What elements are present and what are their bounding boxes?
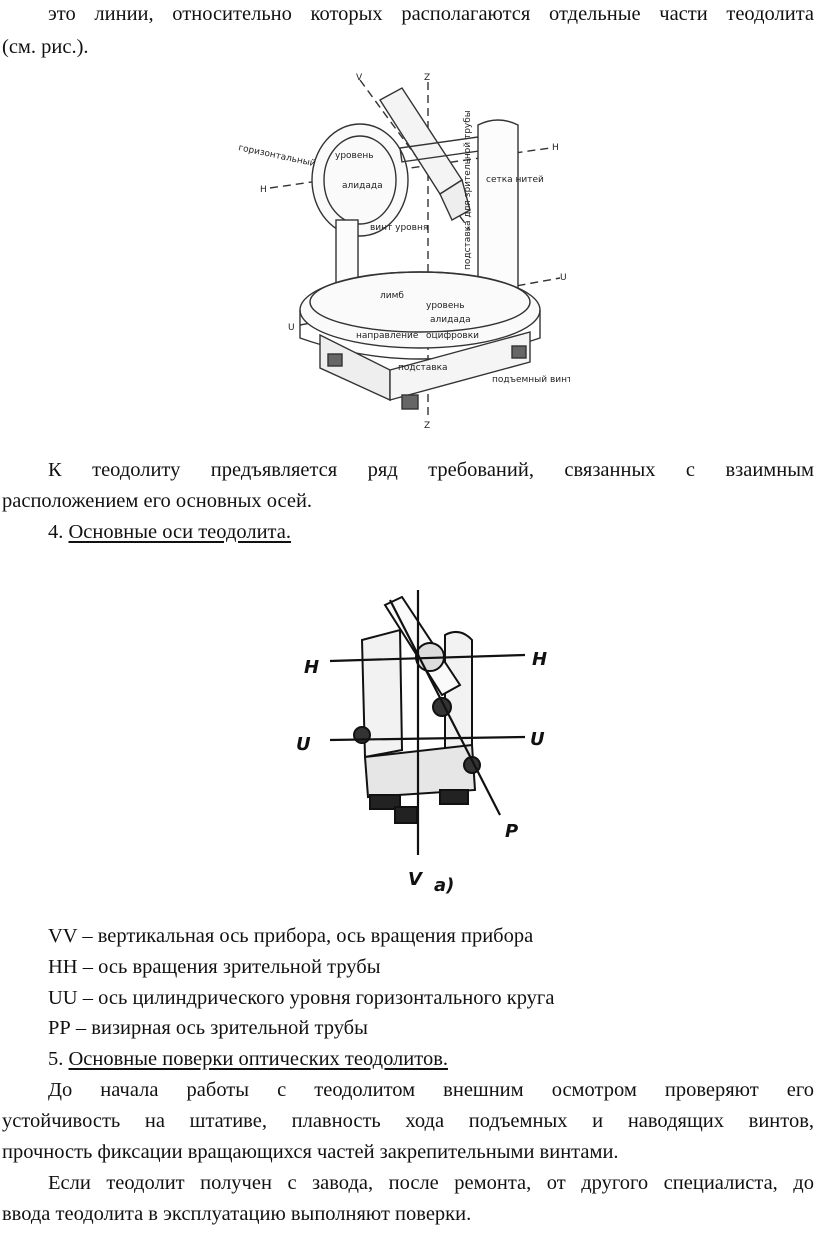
axis-definition: НН – ось вращения зрительной трубы — [48, 956, 381, 978]
axis-pp-line — [389, 599, 501, 816]
label-level-screw: винт уровня — [370, 223, 428, 233]
label-h-right: H — [552, 143, 559, 153]
label-level: уровень — [335, 151, 374, 161]
paragraph-line: расположением его основных осей. — [2, 490, 313, 512]
paragraph-line: прочность фиксации вращающихся частей за… — [2, 1141, 619, 1163]
paragraph-line: (см. рис.). — [2, 36, 89, 58]
theodolite-axes-figure: H H U U P V а) — [296, 590, 547, 896]
axis-definition: VV – вертикальная ось прибора, ось враще… — [48, 925, 534, 947]
label-horizontal: горизонтальный — [237, 143, 316, 169]
label-lifting-screw: подъемный винт — [492, 375, 570, 385]
theodolite-schematic-figure: горизонтальный уровень алидада сетка нит… — [237, 73, 570, 430]
label-level-2: уровень — [426, 301, 465, 311]
label-h-right: H — [532, 649, 547, 670]
section-5-heading: 5. Основные поверки оптических теодолито… — [2, 1045, 814, 1074]
paragraph-line: Если теодолит получен с завода, после ре… — [48, 1172, 814, 1194]
label-z-bottom: Z — [424, 421, 430, 430]
section-title: Основные оси теодолита. — [68, 521, 292, 543]
section-title: Основные поверки оптических теодолитов. — [68, 1048, 449, 1070]
axis-uu-line — [329, 735, 526, 742]
axis-definition: РР – визирная ось зрительной трубы — [48, 1017, 368, 1039]
axis-hh-line — [329, 653, 526, 663]
label-u-right: U — [530, 729, 545, 750]
label-u-right: U — [560, 273, 567, 283]
paragraph-line: устойчивость на штативе, плавность хода … — [2, 1110, 814, 1132]
label-reading: оцифровки — [426, 331, 479, 341]
section-4-heading: 4. Основные оси теодолита. — [2, 518, 814, 547]
label-p: P — [505, 821, 518, 842]
label-limb: лимб — [380, 291, 404, 301]
label-stand: подставка — [398, 363, 448, 373]
label-alidade: алидада — [342, 181, 383, 191]
label-direction: направление — [356, 331, 419, 341]
label-h-left: H — [260, 185, 267, 195]
section-number: 5. — [48, 1048, 64, 1070]
label-h-left: H — [304, 657, 319, 678]
label-u-left: U — [288, 323, 295, 333]
label-z-top: Z — [424, 73, 430, 83]
figure-caption: а) — [434, 875, 454, 896]
paragraph-line: ввода теодолита в эксплуатацию выполняют… — [2, 1203, 472, 1225]
paragraph-line: это линии, относительно которых располаг… — [48, 3, 814, 25]
label-v: V — [408, 869, 424, 890]
label-u-left: U — [296, 734, 311, 755]
label-v: V — [356, 73, 363, 83]
axis-definition: UU – ось цилиндрического уровня горизонт… — [48, 987, 555, 1009]
label-sight-grid: сетка нитей — [486, 175, 544, 185]
paragraph-line: К теодолиту предъявляется ряд требований… — [48, 459, 814, 481]
label-alidade-2: алидада — [430, 315, 471, 325]
paragraph-line: До начала работы с теодолитом внешним ос… — [48, 1079, 814, 1101]
section-number: 4. — [48, 521, 64, 543]
label-tube-stand: подставка для зрительной трубы — [463, 110, 473, 270]
